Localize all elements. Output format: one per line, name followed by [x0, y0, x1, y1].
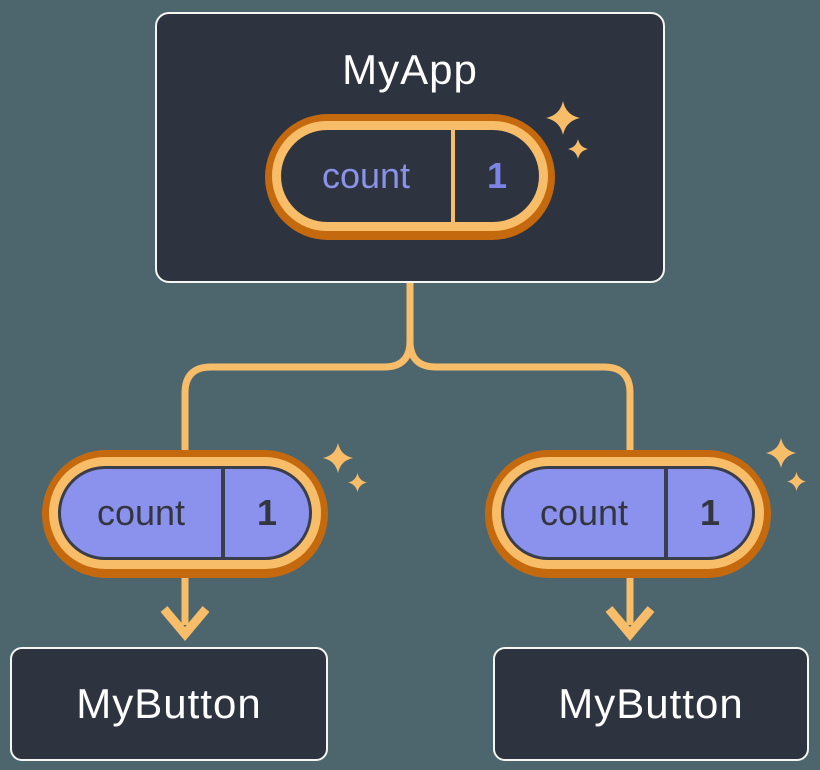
root-state-divider	[451, 130, 455, 222]
sparkle-icon	[766, 438, 796, 468]
arrow-left-head	[160, 606, 210, 641]
child-left-state-pill-ring: count 1	[49, 457, 321, 569]
sparkle-icon	[348, 473, 367, 492]
branch-left-line	[181, 281, 414, 452]
child-right-component-title: MyButton	[558, 680, 744, 727]
child-right-state-divider	[664, 469, 668, 557]
sparkle-icon	[787, 472, 806, 491]
child-right-component-node: MyButton	[493, 647, 809, 761]
child-left-component-title: MyButton	[76, 680, 262, 727]
root-state-pill-body: count 1	[281, 130, 539, 222]
child-left-state-value: 1	[256, 492, 278, 533]
child-left-state-pill-body: count 1	[58, 466, 312, 560]
child-right-state-pill: count 1	[485, 450, 771, 578]
root-component-node: MyApp count 1	[155, 12, 665, 283]
child-left-component-node: MyButton	[10, 647, 328, 761]
root-state-value: 1	[486, 155, 508, 196]
child-left-state-label: count	[96, 492, 186, 533]
branch-right-line	[406, 281, 634, 452]
child-right-state-label: count	[539, 492, 629, 533]
sparkle-icon	[546, 101, 580, 135]
child-left-state-pill: count 1	[42, 450, 328, 578]
root-state-label: count	[321, 155, 411, 196]
child-right-state-value: 1	[699, 492, 721, 533]
child-left-state-divider	[221, 469, 225, 557]
child-right-state-pill-ring: count 1	[492, 457, 764, 569]
arrow-right-head	[605, 606, 655, 641]
sparkle-icon	[568, 139, 588, 159]
child-right-state-pill-body: count 1	[501, 466, 755, 560]
root-state-pill-ring: count 1	[272, 121, 548, 231]
root-state-pill: count 1	[265, 114, 555, 240]
root-component-title: MyApp	[342, 46, 478, 93]
sparkle-icon	[323, 443, 353, 473]
